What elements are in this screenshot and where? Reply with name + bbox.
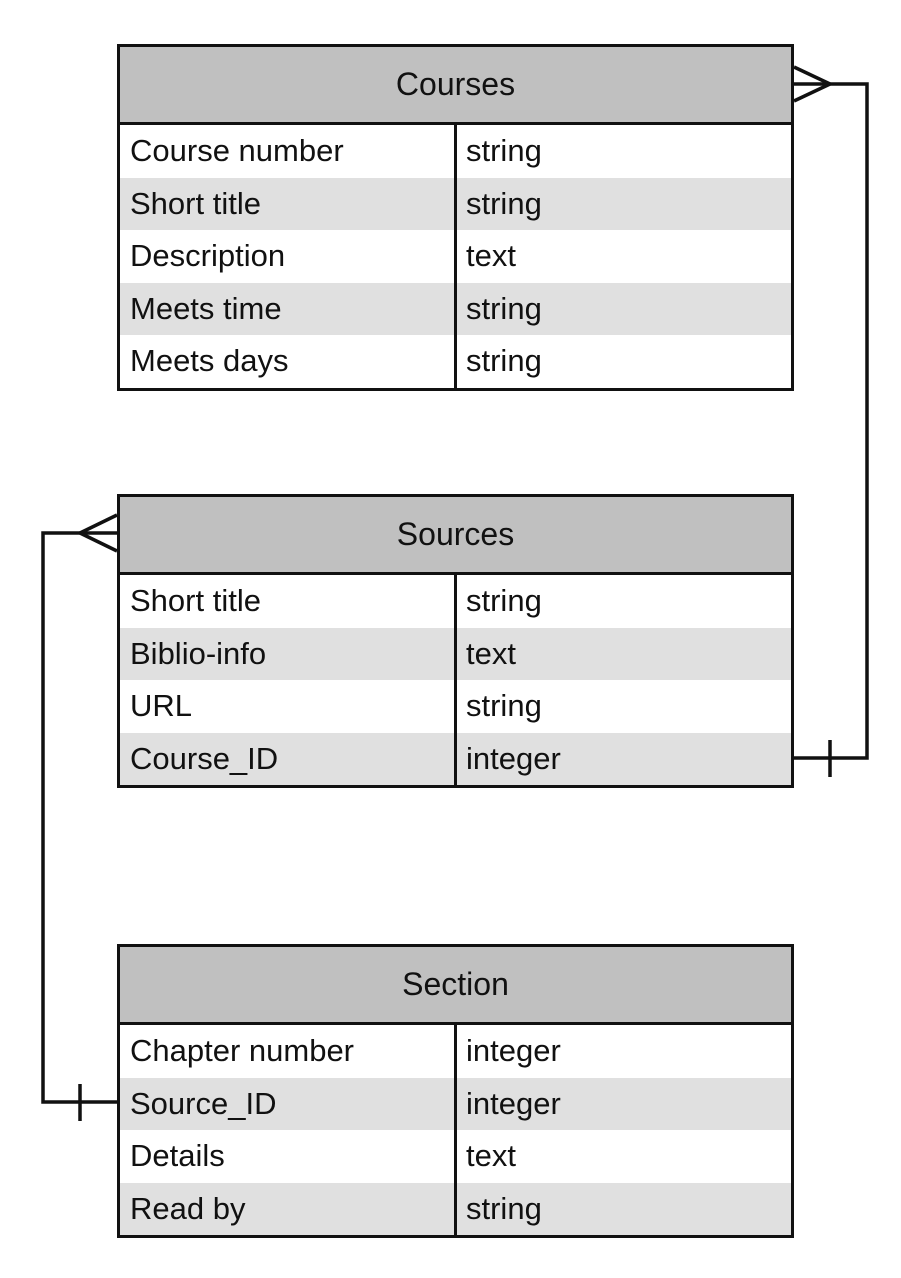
- field-name: Description: [120, 230, 457, 283]
- field-name: Course number: [120, 125, 457, 178]
- field-type: string: [466, 343, 542, 379]
- field-name: Chapter number: [120, 1025, 457, 1078]
- connector-sources-section: [41, 513, 118, 1121]
- field-name: Biblio-info: [120, 627, 457, 680]
- crowfoot-many-sources: [79, 513, 118, 535]
- field-type: string: [466, 185, 542, 221]
- field-name: Read by: [120, 1182, 457, 1235]
- field-type: text: [466, 1138, 516, 1174]
- field-name: Short title: [120, 177, 457, 230]
- field-name: Source_ID: [120, 1077, 457, 1130]
- field-name: Meets time: [120, 282, 457, 335]
- field-type: string: [466, 583, 542, 619]
- field-type: string: [466, 1190, 542, 1226]
- table-title: Sources: [120, 497, 791, 575]
- field-type: text: [466, 635, 516, 671]
- field-type: string: [466, 133, 542, 169]
- table-title: Section: [120, 947, 791, 1025]
- field-name: URL: [120, 680, 457, 733]
- connector-courses-sources: [793, 65, 869, 777]
- crowfoot-many-courses: [793, 65, 831, 86]
- field-name: Course_ID: [120, 732, 457, 785]
- field-name: Details: [120, 1130, 457, 1183]
- field-name: Short title: [120, 575, 457, 628]
- field-type: integer: [466, 1085, 561, 1121]
- field-type: string: [466, 290, 542, 326]
- field-name: Meets days: [120, 335, 457, 388]
- field-type: integer: [466, 1033, 561, 1069]
- field-type: integer: [466, 740, 561, 776]
- field-type: text: [466, 238, 516, 274]
- field-type: string: [466, 688, 542, 724]
- table-title: Courses: [120, 47, 791, 125]
